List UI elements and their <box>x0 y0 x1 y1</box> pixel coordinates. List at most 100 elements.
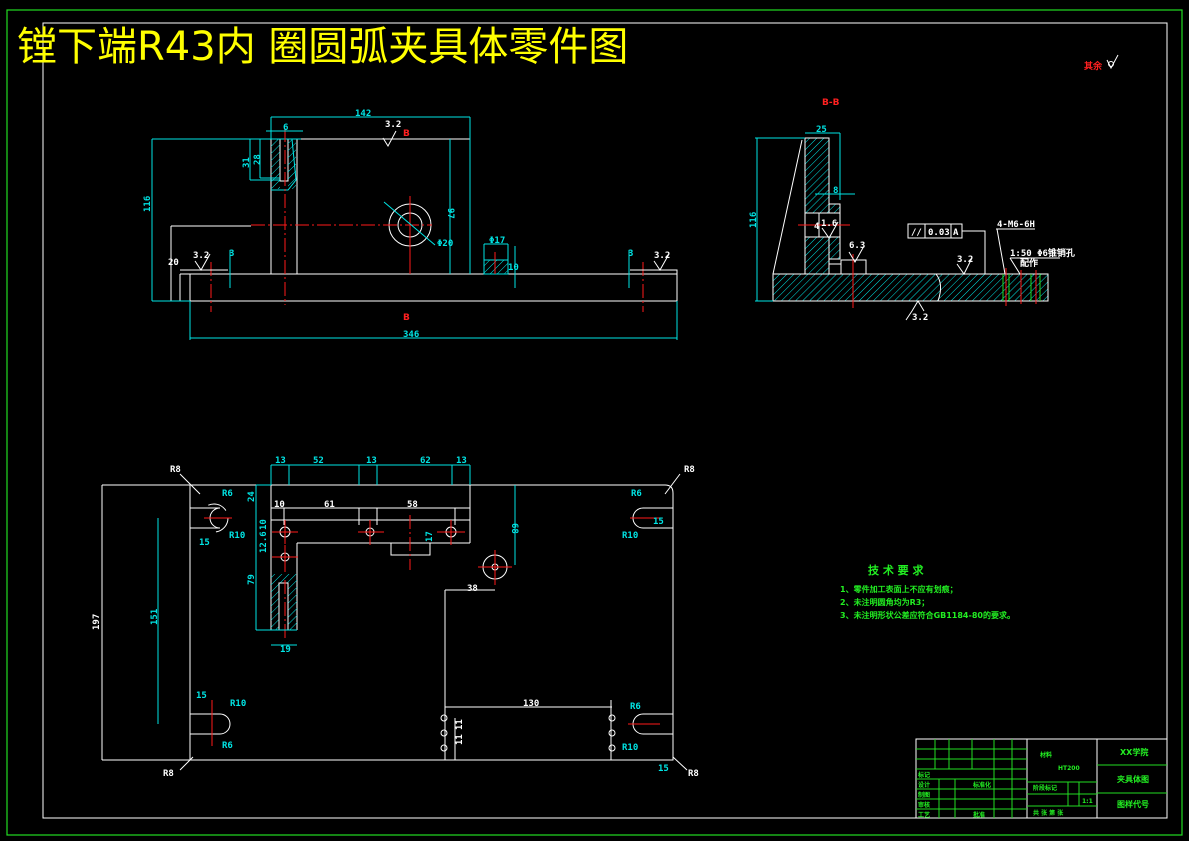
roughness-symbol: 3.2 <box>956 255 973 275</box>
outer-border <box>6 9 1183 836</box>
pin-note-2: 配作 <box>1020 257 1038 269</box>
tech-heading: 技 术 要 求 <box>868 563 924 577</box>
title-block: 材料 HT200 XX学院 夹具体图 图样代号 1:1 阶段标记 共 张 第 张… <box>915 738 1168 819</box>
dim-phi17: Φ17 <box>489 236 505 246</box>
svg-text:0.03: 0.03 <box>928 228 950 238</box>
dim-97: 97 <box>445 208 455 219</box>
dim-10: 10 <box>508 263 519 273</box>
dim-28: 28 <box>253 154 263 165</box>
roughness-note-label: 其余 <box>1084 60 1103 72</box>
hole <box>478 550 512 585</box>
tb-row-label: 标记 <box>917 771 930 779</box>
svg-text:A: A <box>953 228 959 238</box>
dim-r10c: R10 <box>230 699 246 709</box>
tb-approve: 批准 <box>973 811 985 819</box>
corner-r8c: R8 <box>163 769 174 779</box>
svg-text:3.2: 3.2 <box>385 120 401 130</box>
roughness-note: 其余 <box>1084 54 1119 72</box>
dim-8: 8 <box>833 186 838 196</box>
tb-scale: 1:1 <box>1082 798 1093 805</box>
tech-item: 2、未注明圆角均为R3； <box>840 597 929 608</box>
tech-requirements: 技 术 要 求 1、零件加工表面上不应有划痕； 2、未注明圆角均为R3； 3、未… <box>840 563 1015 620</box>
top-view: 130 11 11 13 52 13 62 13 10 61 58 24 10 … <box>92 456 699 779</box>
dim-11b: 11 <box>455 734 465 745</box>
dim-15d: 15 <box>658 764 669 774</box>
svg-text:6.3: 6.3 <box>849 241 865 251</box>
roughness-symbol: 3.2 <box>653 251 670 271</box>
tb-drawing-no: 图样代号 <box>1117 799 1149 809</box>
dim-19: 19 <box>280 645 291 655</box>
dim-phi20: Φ20 <box>437 239 453 249</box>
slot <box>190 503 232 533</box>
hole <box>358 520 384 545</box>
section-mark-b-bottom: B <box>403 313 410 323</box>
dim-116-section: 116 <box>749 212 759 228</box>
tb-material: HT200 <box>1058 765 1080 772</box>
dim-r10d: R10 <box>622 743 638 753</box>
tb-sheet: 共 张 第 张 <box>1033 809 1064 817</box>
dim-25: 25 <box>816 125 827 135</box>
svg-text:3.2: 3.2 <box>193 251 209 261</box>
dim-r6c: R6 <box>222 741 233 751</box>
tb-draw: 制图 <box>918 791 930 799</box>
svg-text:3.2: 3.2 <box>957 255 973 265</box>
dim-4: 4 <box>814 222 820 232</box>
tb-process: 工艺 <box>918 811 930 819</box>
corner-r8d: R8 <box>688 769 699 779</box>
dim-r6d: R6 <box>630 702 641 712</box>
dim-68: 68 <box>509 523 519 534</box>
dim-13b: 13 <box>366 456 377 466</box>
dim-17: 17 <box>425 531 435 542</box>
thread-note: 4-M6-6H <box>997 220 1035 230</box>
dim-r10a: R10 <box>229 531 245 541</box>
svg-text:1.6: 1.6 <box>821 219 837 229</box>
dim-3-right: 3 <box>628 249 633 259</box>
dim-20: 20 <box>168 258 179 268</box>
tb-material-label: 材料 <box>1039 751 1052 759</box>
tb-school: XX学院 <box>1120 747 1148 757</box>
dim-r10b: R10 <box>622 531 638 541</box>
hole <box>437 520 465 545</box>
dim-13c: 13 <box>456 456 467 466</box>
svg-text:3.2: 3.2 <box>912 313 928 323</box>
dim-r6a: R6 <box>222 489 233 499</box>
tech-item: 3、未注明形状公差应符合GB1184-80的要求。 <box>840 610 1015 620</box>
dim-15c: 15 <box>196 691 207 701</box>
tb-part-name: 夹具体图 <box>1117 774 1149 784</box>
dim-10v: 10 <box>259 519 269 530</box>
dim-r6b: R6 <box>631 489 642 499</box>
dim-15a: 15 <box>199 538 210 548</box>
tech-item: 1、零件加工表面上不应有划痕； <box>840 584 958 595</box>
dim-62: 62 <box>420 456 431 466</box>
dim-38: 38 <box>467 584 478 594</box>
dim-52: 52 <box>313 456 324 466</box>
inner-border <box>42 22 1168 819</box>
corner-r8b: R8 <box>684 465 695 475</box>
dim-12-6: 12.6 <box>259 531 269 553</box>
dim-31: 31 <box>242 157 252 168</box>
slot <box>190 700 231 746</box>
tb-review: 审核 <box>918 801 930 809</box>
dim-79: 79 <box>247 574 257 585</box>
slot <box>628 713 673 735</box>
dim-197: 197 <box>92 614 102 630</box>
dim-142: 142 <box>355 109 371 119</box>
roughness-symbol: 3.2 <box>905 300 928 323</box>
drawing-title: 镗下端R43内 圈圆弧夹具体零件图 <box>17 24 628 70</box>
dim-24: 24 <box>247 491 257 502</box>
roughness-symbol: 6.3 <box>848 241 865 263</box>
tb-std: 标准化 <box>972 781 991 789</box>
dim-6: 6 <box>283 123 288 133</box>
dim-61: 61 <box>324 500 335 510</box>
dim-116: 116 <box>143 196 153 212</box>
section-mark-b-top: B <box>403 129 410 139</box>
pin-note: 1:50 Φ6锥销孔 <box>1010 247 1075 259</box>
section-label: B-B <box>822 98 840 108</box>
dim-10: 10 <box>274 500 285 510</box>
slot <box>630 507 673 529</box>
dim-151: 151 <box>150 609 160 625</box>
svg-text://: // <box>911 228 922 238</box>
tb-stage: 阶段标记 <box>1033 784 1057 792</box>
dim-3-left: 3 <box>229 249 234 259</box>
pin-holes <box>440 714 616 752</box>
